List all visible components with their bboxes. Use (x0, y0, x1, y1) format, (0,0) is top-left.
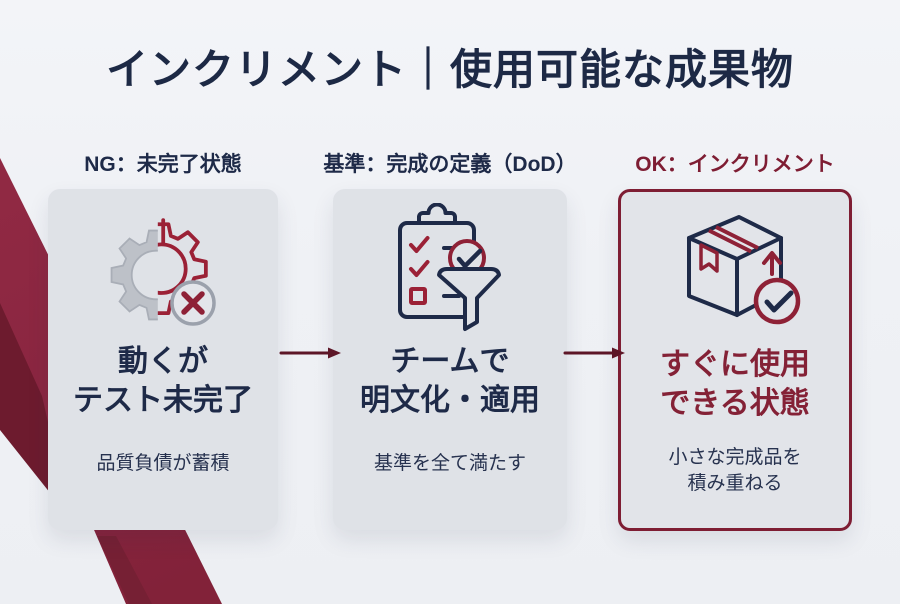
panel-sub-text: 品質負債が蓄積 (96, 453, 230, 474)
flow-arrow-icon (563, 347, 625, 359)
panel-dod: チームで 明文化・適用 基準を全て満たす (333, 189, 567, 530)
panel-sub-text: 基準を全て満たす (373, 453, 526, 474)
page-title: インクリメント｜使用可能な成果物 (105, 46, 794, 93)
gear-incomplete-icon (110, 218, 216, 326)
panel-sub-text: 小さな完成品を 積み重ねる (668, 447, 802, 494)
panel-ng: 動くが テスト未完了 品質負債が蓄積 (48, 189, 278, 530)
column-header-ok: OK：インクリメント (635, 153, 835, 176)
flow-arrow-icon (279, 347, 341, 359)
package-check-icon (687, 215, 801, 325)
column-header-ng: NG：未完了状態 (84, 153, 242, 176)
panel-main-text: チームで 明文化・適用 (360, 345, 540, 417)
checklist-funnel-icon (398, 203, 501, 331)
column-header-dod: 基準：完成の定義（DoD） (323, 153, 577, 176)
panel-main-text: 動くが テスト未完了 (73, 345, 253, 417)
panel-main-text: すぐに使用 できる状態 (660, 348, 810, 420)
panel-ok: すぐに使用 できる状態 小さな完成品を 積み重ねる (618, 189, 852, 531)
